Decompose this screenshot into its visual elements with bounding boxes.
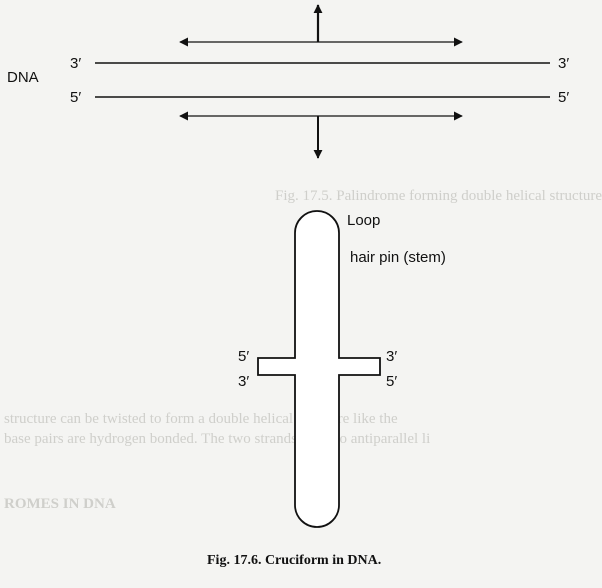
bottom-strand-right-end: 5′ [558,89,569,106]
loop-label: Loop [347,212,380,229]
bleed-text: Fig. 17.5. Palindrome forming double hel… [275,188,602,204]
bleed-text: base pairs are hydrogen bonded. The two … [4,431,430,447]
cruciform-outline [257,210,381,528]
top-strand-right-end: 3′ [558,55,569,72]
junction-lower-right-end: 5′ [386,373,397,390]
figure-caption: Fig. 17.6. Cruciform in DNA. [207,553,381,568]
bleed-text: ROMES IN DNA [4,496,116,512]
dna-label: DNA [7,69,39,86]
stem-label: hair pin (stem) [350,249,446,266]
junction-lower-left-end: 3′ [238,373,249,390]
top-strand-left-end: 3′ [70,55,81,72]
bottom-strand-left-end: 5′ [70,89,81,106]
junction-upper-right-end: 3′ [386,348,397,365]
junction-upper-left-end: 5′ [238,348,249,365]
